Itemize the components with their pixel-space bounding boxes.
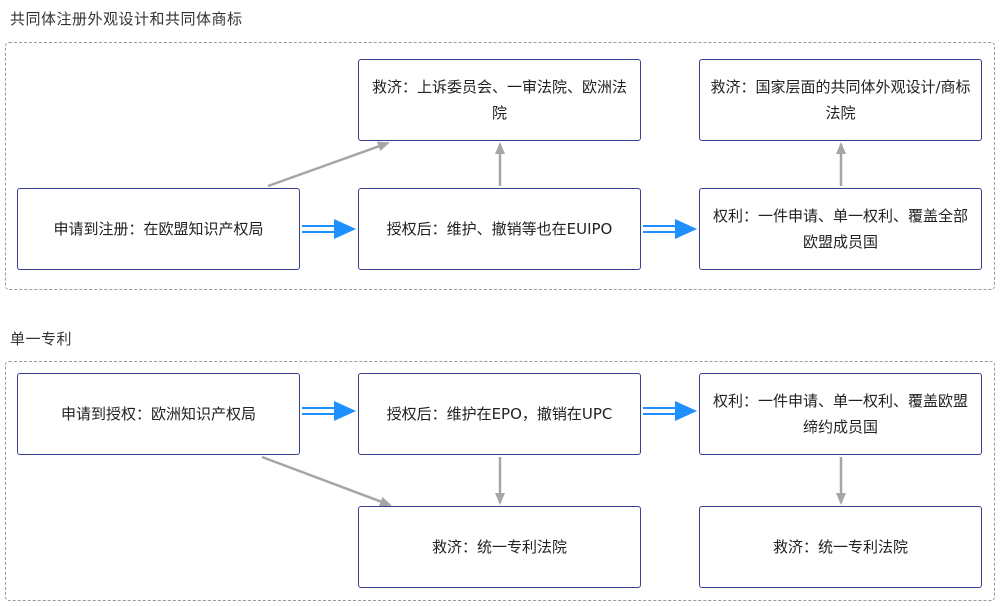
group-frame-unitary-patent (5, 361, 995, 601)
flow-arrow-application-to-post-grant (302, 401, 356, 421)
flow-arrow-post-grant-to-rights (643, 219, 697, 239)
node-post-grant: 授权后：维护在EPO，撤销在UPC (358, 373, 641, 455)
node-remedy-appeal: 救济：上诉委员会、一审法院、欧洲法院 (358, 59, 641, 141)
flow-arrow-application-to-post-grant (302, 219, 356, 239)
node-remedy-upc-left: 救济：统一专利法院 (358, 506, 641, 588)
section-title-community-design-trademark: 共同体注册外观设计和共同体商标 (10, 10, 243, 28)
node-rights: 权利：一件申请、单一权利、覆盖欧盟缔约成员国 (699, 373, 982, 455)
node-remedy-national-court: 救济：国家层面的共同体外观设计/商标法院 (699, 59, 982, 141)
node-application-to-registration: 申请到注册：在欧盟知识产权局 (17, 188, 300, 270)
node-application-to-grant: 申请到授权：欧洲知识产权局 (17, 373, 300, 455)
section-title-unitary-patent: 单一专利 (10, 330, 73, 348)
relation-arrow-application-to-remedy (261, 455, 392, 507)
node-post-grant: 授权后：维护、撤销等也在EUIPO (358, 188, 641, 270)
relation-arrow-application-to-remedy (267, 141, 390, 188)
node-rights: 权利：一件申请、单一权利、覆盖全部欧盟成员国 (699, 188, 982, 270)
flow-arrow-post-grant-to-rights (643, 401, 697, 421)
node-remedy-upc-right: 救济：统一专利法院 (699, 506, 982, 588)
group-frame-community-design-trademark (5, 42, 995, 290)
